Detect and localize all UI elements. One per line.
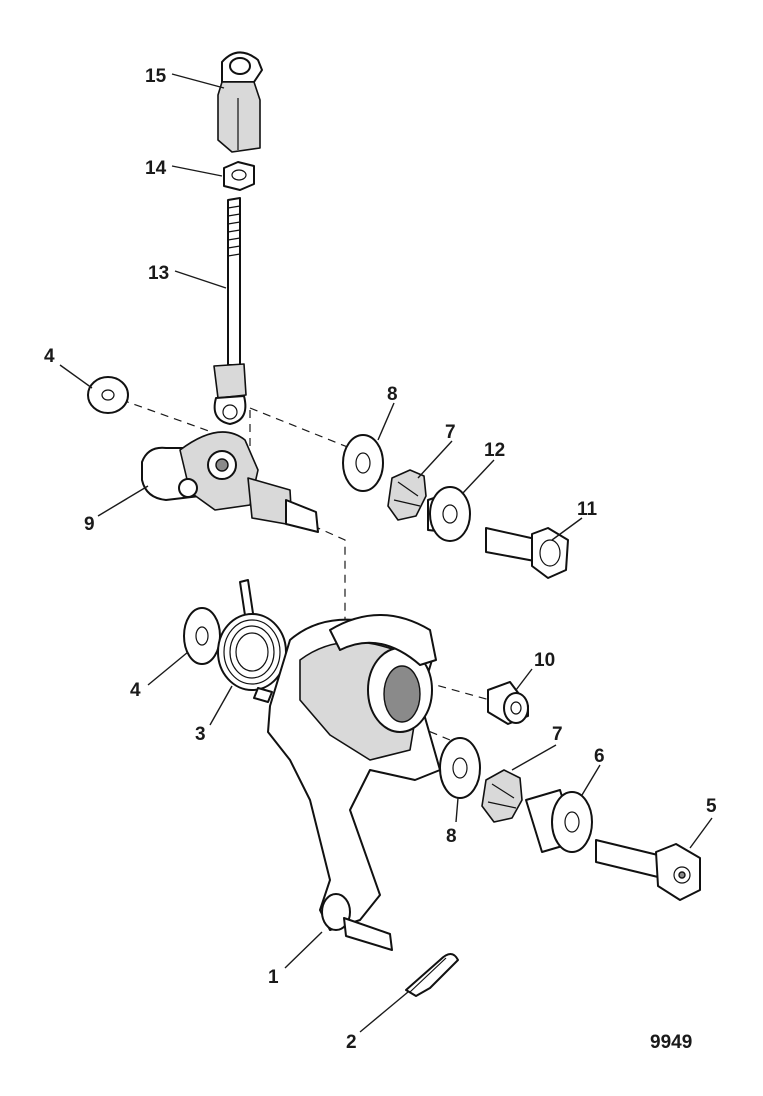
part-6-sleeve (525, 789, 593, 853)
callout-8-lower: 8 (446, 826, 457, 847)
part-9-shift-lever (141, 431, 319, 533)
part-15-rod-end (217, 51, 263, 153)
part-12-bushing (427, 486, 471, 542)
part-7-grommet-lower (481, 769, 523, 823)
callout-7-upper: 7 (445, 422, 456, 443)
part-3-spring (217, 579, 287, 703)
callout-3: 3 (195, 724, 206, 745)
part-8-washer-lower (439, 737, 481, 799)
callout-5: 5 (706, 796, 717, 817)
callout-12: 12 (484, 440, 505, 461)
part-11-bolt (485, 527, 569, 579)
part-4-washer-upper (87, 376, 129, 414)
part-10-bushing (487, 681, 529, 725)
part-13-threaded-rod (213, 197, 247, 425)
callout-11: 11 (577, 499, 598, 520)
callout-10: 10 (534, 650, 555, 671)
callout-leader-lines (59, 73, 713, 1033)
callout-6: 6 (594, 746, 605, 767)
part-14-nut (223, 161, 255, 191)
callout-15: 15 (145, 66, 167, 87)
callout-labels: 15 14 13 4 8 7 12 11 9 10 4 3 7 6 5 8 1 … (44, 66, 717, 1053)
part-7-grommet-upper (387, 469, 427, 521)
part-8-washer-upper (342, 434, 384, 492)
callout-13: 13 (148, 263, 169, 284)
part-1-bellcrank-lever (267, 614, 441, 951)
callout-1: 1 (268, 967, 279, 988)
callout-7-lower: 7 (552, 724, 563, 745)
callout-2: 2 (346, 1032, 357, 1053)
part-2-cotter-pin (405, 953, 459, 997)
callout-8-upper: 8 (387, 384, 398, 405)
callout-14: 14 (145, 158, 167, 179)
callout-4-lower: 4 (130, 680, 141, 701)
part-4-washer-lower (183, 607, 221, 665)
part-5-bolt (595, 839, 701, 901)
callout-4-upper: 4 (44, 346, 55, 367)
callout-9: 9 (84, 514, 95, 535)
figure-code: 9949 (650, 1032, 692, 1053)
